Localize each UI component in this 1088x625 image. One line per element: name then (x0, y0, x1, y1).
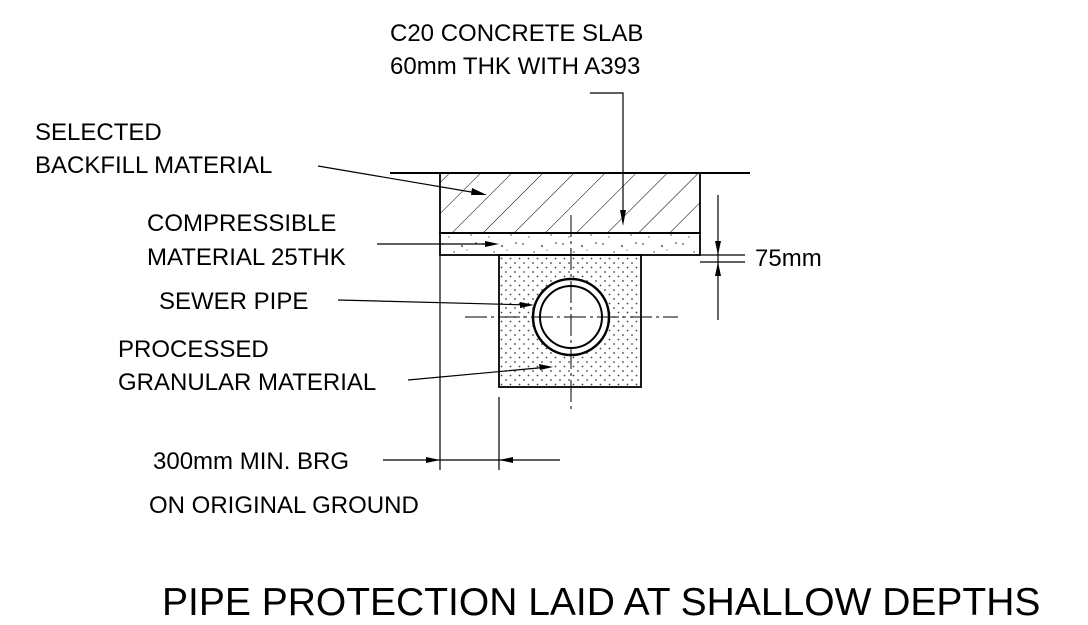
dimension-label: 75mm (755, 245, 822, 272)
backfill-label-line2: BACKFILL MATERIAL (35, 152, 273, 179)
slab-label-line2: 60mm THK WITH A393 (390, 53, 641, 80)
granular-label-line2: GRANULAR MATERIAL (118, 369, 377, 396)
sewer-pipe-leader (337, 299, 531, 306)
compressible-label-line2: MATERIAL 25THK (147, 244, 346, 271)
dimension-arrow-top (715, 241, 721, 255)
drawing-title: PIPE PROTECTION LAID AT SHALLOW DEPTHS (162, 581, 1041, 624)
backfill-label-line1: SELECTED (35, 119, 162, 146)
granular-leader (407, 366, 550, 381)
bearing-label-line1: 300mm MIN. BRG (153, 448, 350, 475)
slab-leader (590, 92, 624, 222)
compressible-label-line1: COMPRESSIBLE (147, 210, 337, 237)
bearing-arrow-left (426, 457, 440, 463)
bearing-label-line2: ON ORIGINAL GROUND (149, 492, 419, 519)
concrete-slab (439, 172, 701, 234)
dimension-arrow-bottom (715, 262, 721, 276)
bearing-arrow-right (499, 457, 513, 463)
slab-label-line1: C20 CONCRETE SLAB (390, 20, 644, 47)
backfill-leader (317, 165, 484, 195)
granular-label-line1: PROCESSED (118, 336, 269, 363)
sewer-pipe-label: SEWER PIPE (159, 288, 309, 315)
